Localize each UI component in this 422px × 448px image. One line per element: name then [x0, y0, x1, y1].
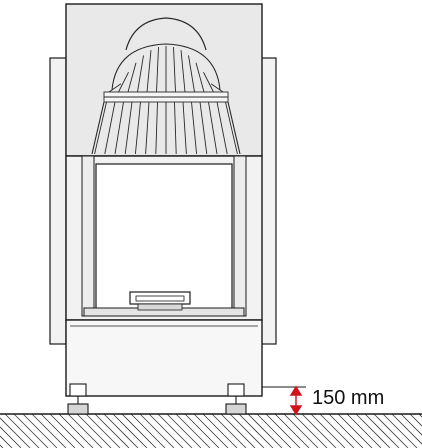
dome-fin [124, 101, 133, 154]
hatch-line [166, 414, 202, 448]
left-foot [67, 383, 89, 415]
dome-fin [94, 101, 107, 154]
hatch-line [229, 414, 265, 448]
door-handle [129, 291, 191, 311]
dome-rib [137, 55, 144, 93]
dome-fin [134, 101, 141, 154]
hatch-line [76, 414, 112, 448]
right-foot [225, 383, 247, 415]
hatch-line [265, 414, 301, 448]
dome-rib [188, 55, 195, 93]
dome-fin [216, 101, 228, 154]
hatch-line [211, 414, 247, 448]
hatch-line [274, 414, 310, 448]
base-plinth [65, 319, 263, 397]
dome-rib [118, 72, 129, 93]
dome-rib [156, 47, 159, 93]
hatch-line [400, 414, 422, 436]
hatch-line [220, 414, 256, 448]
hatch-line [94, 414, 130, 448]
hatch-line [184, 414, 220, 448]
hatch-line [58, 414, 94, 448]
hatch-line [148, 414, 184, 448]
dome-fin [191, 101, 198, 154]
hatch-line [328, 414, 364, 448]
dome-fin [182, 101, 187, 154]
hatch-line [22, 414, 58, 448]
hatch-line [373, 414, 409, 448]
hatch-line [391, 414, 422, 445]
dome-fin [208, 101, 218, 154]
hatch-line [130, 414, 166, 448]
hatch-line [193, 414, 229, 448]
hatch-line [85, 414, 121, 448]
hatch-line [382, 414, 418, 448]
door-glass [95, 163, 233, 313]
hatch-line [310, 414, 346, 448]
dome-rib [203, 72, 214, 93]
hatch-line [0, 435, 13, 448]
dome-rib [127, 62, 137, 93]
dome-fin [114, 101, 124, 154]
hatch-line [40, 414, 76, 448]
dome-rib [173, 47, 176, 93]
dome-rib [210, 83, 224, 93]
dome-fin [199, 101, 208, 154]
dome-rib [108, 83, 122, 93]
hatch-line [409, 414, 422, 427]
hatch-line [31, 414, 67, 448]
dome-fin [104, 101, 116, 154]
hatch-line [247, 414, 283, 448]
hatch-line [202, 414, 238, 448]
hatch-line [4, 414, 40, 448]
hatch-line [112, 414, 148, 448]
hatch-line [346, 414, 382, 448]
dome-rib [146, 50, 152, 93]
hatch-line [175, 414, 211, 448]
dome-fin [225, 101, 238, 154]
floor-hatching [0, 414, 422, 448]
hatch-line [364, 414, 400, 448]
hatch-line [355, 414, 391, 448]
dimension-label: 150 mm [312, 387, 385, 409]
hatch-line [49, 414, 85, 448]
dimension-arrow [289, 385, 303, 416]
hatch-line [256, 414, 292, 448]
hood-box [65, 3, 263, 157]
hatch-line [67, 414, 103, 448]
hatch-line [139, 414, 175, 448]
hatch-line [238, 414, 274, 448]
hatch-line [13, 414, 49, 448]
heat-exchanger-dome [91, 17, 241, 154]
right-rail [233, 155, 247, 317]
dome-rib [195, 62, 205, 93]
dome-fin [155, 101, 158, 154]
hatch-line [103, 414, 139, 448]
hatch-line [292, 414, 328, 448]
hatch-line [157, 414, 193, 448]
left-side-panel [49, 57, 67, 345]
dome-rib [180, 50, 186, 93]
hatch-line [301, 414, 337, 448]
hatch-line [0, 426, 22, 448]
hatch-line [337, 414, 373, 448]
hatch-line [319, 414, 355, 448]
hatch-line [0, 417, 31, 448]
dome-fin [174, 101, 177, 154]
hatch-line [121, 414, 157, 448]
dome-fin [145, 101, 150, 154]
left-rail [81, 155, 95, 317]
hatch-line [283, 414, 319, 448]
